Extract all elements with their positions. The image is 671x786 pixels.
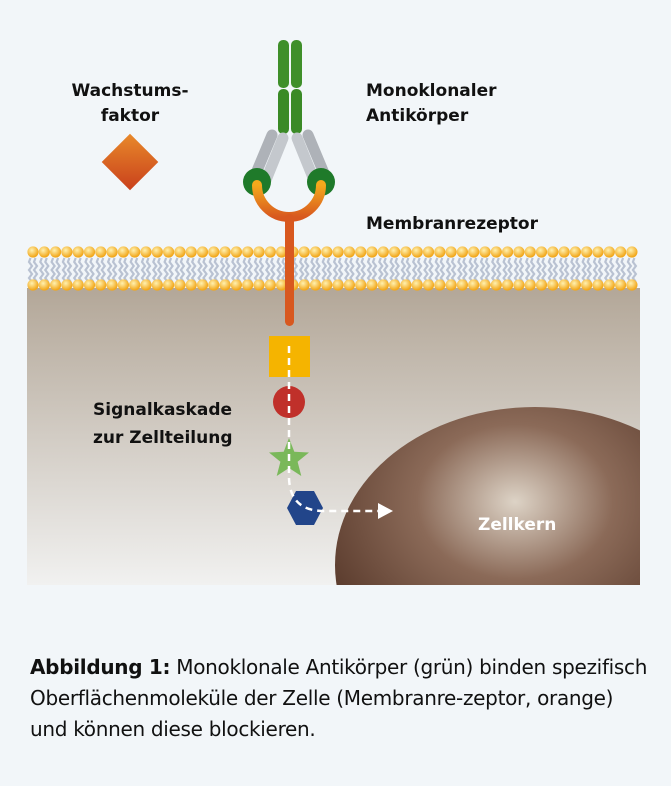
growth-factor-label-1: Wachstums- [71, 81, 188, 101]
cascade-circle [273, 386, 305, 418]
cascade-label-1: Signalkaskade [93, 400, 232, 420]
cascade-label-2: zur Zellteilung [93, 428, 233, 448]
caption-title: Abbildung 1: [30, 655, 171, 679]
signal-path-arrow [287, 346, 380, 513]
membrane-receptor [252, 180, 326, 326]
diagram: Zellkern Wachstums- faktor Monoklonaler … [27, 40, 640, 585]
growth-factor-label-2: faktor [101, 106, 160, 126]
nucleus-label: Zellkern [478, 515, 556, 535]
receptor-label: Membranrezeptor [366, 214, 539, 234]
cascade-hexagon [287, 491, 323, 525]
figure-caption: Abbildung 1: Monoklonale Antikörper (grü… [30, 652, 650, 745]
caption-text: Monoklonale Antikörper (grün) binden spe… [30, 655, 648, 741]
monoclonal-antibody [243, 40, 335, 196]
cell-nucleus [335, 407, 640, 585]
growth-factor-diamond [101, 133, 159, 191]
antibody-label-1: Monoklonaler [366, 81, 497, 101]
antibody-label-2: Antikörper [366, 106, 469, 126]
cell-membrane [27, 246, 638, 291]
arrowhead-icon [378, 503, 393, 519]
